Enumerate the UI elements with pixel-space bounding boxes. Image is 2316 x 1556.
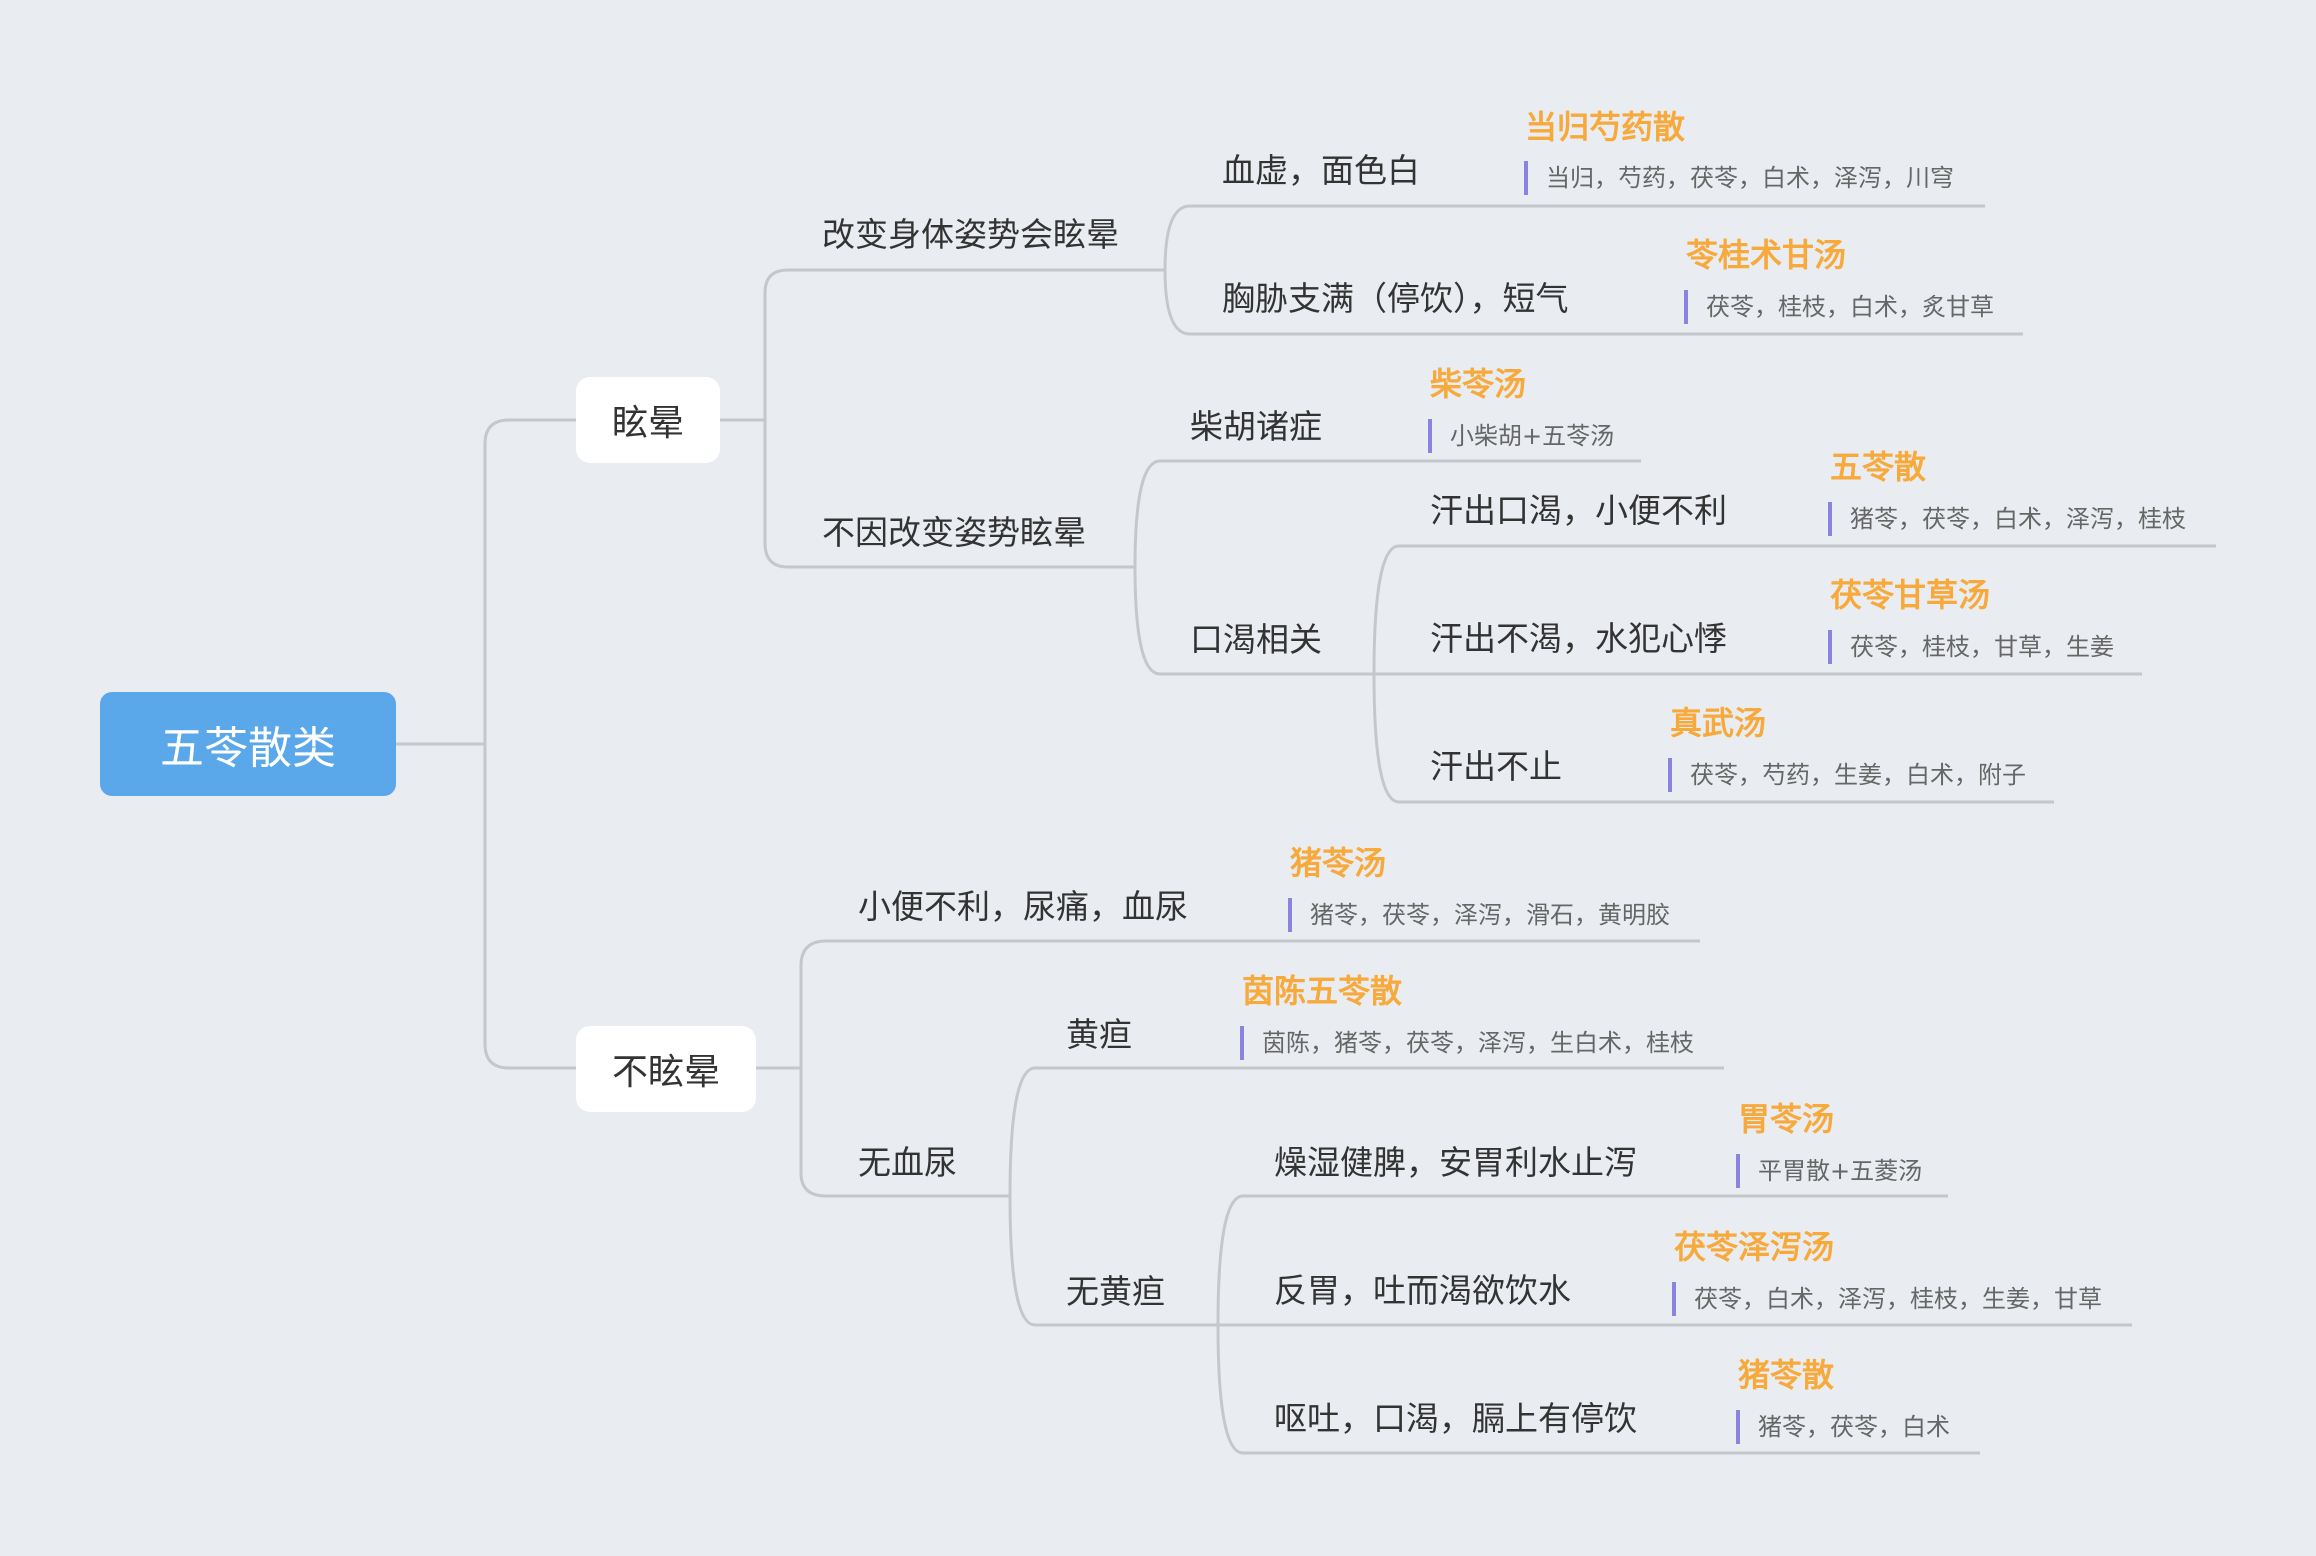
formula-ingredients: 平胃散+五菱汤 [1736,1154,1922,1188]
formula-name: 真武汤 [1670,704,1767,742]
formula-ingredients: 茯苓，白术，泽泻，桂枝，生姜，甘草 [1672,1282,2102,1316]
node-no-jaundice[interactable]: 无黄疸 [1066,1272,1165,1311]
root-node[interactable]: 五苓散类 [100,692,396,796]
node-chaihu[interactable]: 柴胡诸症 [1190,407,1322,446]
formula-ingredients: 茯苓，桂枝，甘草，生姜 [1828,630,2114,664]
node-chest-fullness[interactable]: 胸胁支满（停饮），短气 [1222,279,1569,318]
node-jaundice[interactable]: 黄疸 [1066,1015,1132,1054]
node-no-blood-urine[interactable]: 无血尿 [858,1143,957,1182]
formula-ingredients: 茵陈，猪苓，茯苓，泽泻，生白术，桂枝 [1240,1026,1694,1060]
formula-ingredients: 当归，芍药，茯苓，白术，泽泻，川穹 [1524,161,1954,195]
node-sweat-no-thirst[interactable]: 汗出不渴，水犯心悸 [1430,619,1727,658]
node-posture-dizzy[interactable]: 改变身体姿势会眩晕 [822,215,1119,254]
formula-name: 猪苓散 [1738,1356,1835,1394]
formula-name: 茯苓甘草汤 [1830,576,1991,614]
formula-ingredients: 小柴胡+五苓汤 [1428,419,1614,453]
formula-ingredients: 猪苓，茯苓，泽泻，滑石，黄明胶 [1288,898,1670,932]
formula-name: 茯苓泽泻汤 [1674,1228,1835,1266]
formula-name: 当归芍药散 [1525,108,1686,146]
formula-name: 柴苓汤 [1430,365,1527,403]
formula-ingredients: 猪苓，茯苓，白术，泽泻，桂枝 [1828,502,2186,536]
formula-name: 胃苓汤 [1738,1100,1835,1138]
formula-ingredients: 茯苓，桂枝，白术，炙甘草 [1684,290,1994,324]
node-dry-damp[interactable]: 燥湿健脾，安胃利水止泻 [1274,1143,1637,1182]
node-sweat-thirst[interactable]: 汗出口渴，小便不利 [1430,491,1727,530]
node-dizzy[interactable]: 眩晕 [576,377,720,463]
formula-name: 五苓散 [1830,448,1927,486]
node-sweat-endless[interactable]: 汗出不止 [1430,747,1562,786]
node-blood-deficiency[interactable]: 血虚，面色白 [1222,151,1420,190]
formula-ingredients: 猪苓，茯苓，白术 [1736,1410,1950,1444]
formula-name: 猪苓汤 [1290,844,1387,882]
formula-ingredients: 茯苓，芍药，生姜，白术，附子 [1668,758,2026,792]
node-stomach-reflux[interactable]: 反胃，吐而渴欲饮水 [1274,1271,1571,1310]
formula-name: 苓桂术甘汤 [1686,236,1847,274]
node-urine-blood[interactable]: 小便不利，尿痛，血尿 [858,887,1188,926]
node-no-dizzy[interactable]: 不眩晕 [576,1026,756,1112]
node-thirst[interactable]: 口渴相关 [1190,620,1322,659]
formula-name: 茵陈五苓散 [1242,972,1403,1010]
node-vomit[interactable]: 呕吐，口渴，膈上有停饮 [1274,1399,1637,1438]
node-nonposture-dizzy[interactable]: 不因改变姿势眩晕 [822,513,1086,552]
